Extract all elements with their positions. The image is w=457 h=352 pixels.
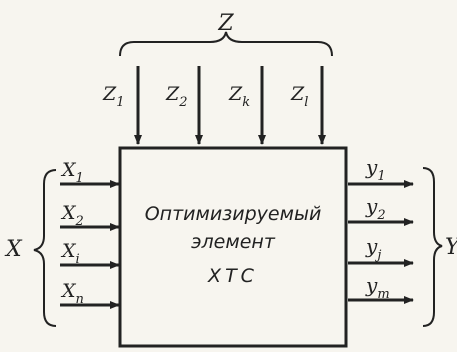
label-xi: Xi bbox=[60, 240, 80, 267]
label-z2: Z2 bbox=[165, 83, 187, 110]
label-y1: y1 bbox=[365, 155, 386, 184]
left-input-arrows bbox=[60, 180, 120, 309]
group-label-x: X bbox=[4, 237, 23, 262]
group-label-z: Z bbox=[217, 11, 234, 36]
optimized-element-box bbox=[118, 146, 348, 348]
label-yj: yj bbox=[365, 234, 381, 263]
right-brace bbox=[422, 167, 443, 327]
label-ym: ym bbox=[365, 273, 390, 302]
label-x2: X2 bbox=[60, 202, 84, 229]
label-x1: X1 bbox=[60, 159, 84, 186]
top-input-arrows bbox=[134, 66, 326, 145]
group-label-y: Y bbox=[445, 235, 457, 260]
top-brace bbox=[119, 31, 333, 57]
label-y2: y2 bbox=[365, 194, 386, 223]
label-z1: Z1 bbox=[102, 83, 124, 110]
left-brace bbox=[33, 169, 57, 327]
box-label-line3: ХТС bbox=[207, 265, 258, 287]
box-label-line1: Оптимизируемый bbox=[145, 203, 322, 225]
label-zk: Zk bbox=[228, 83, 250, 110]
right-output-arrows bbox=[348, 180, 414, 304]
box-label-line2: элемент bbox=[191, 231, 276, 253]
label-zl: Zl bbox=[290, 83, 308, 110]
label-xn: Xn bbox=[60, 280, 84, 307]
